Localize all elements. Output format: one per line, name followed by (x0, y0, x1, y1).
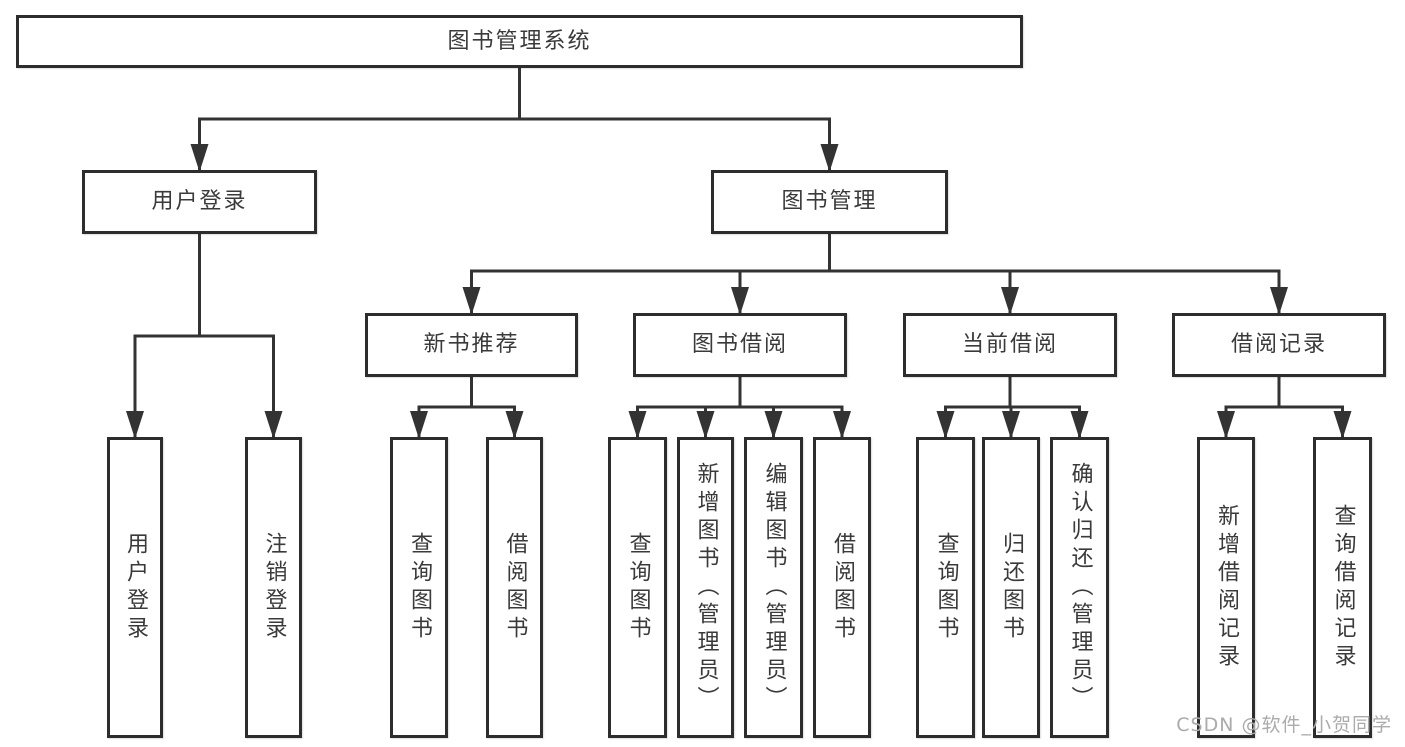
node-d1: 新增借阅记录 (1197, 437, 1255, 738)
arrowhead-icon (764, 411, 783, 439)
arrowhead-icon (410, 411, 428, 439)
node-b2: 新增图书（管理员） (677, 437, 734, 738)
node-u1: 用户登录 (107, 437, 163, 738)
arrowhead-icon (1333, 411, 1352, 439)
watermark: CSDN @软件_小贺同学 (1176, 714, 1392, 736)
node-root: 图书管理系统 (16, 15, 1023, 68)
node-label-b3: 编辑图书（管理员） (761, 461, 787, 714)
node-label-b1: 查询图书 (625, 531, 651, 644)
node-label-borrow_rec: 借阅记录 (1230, 332, 1327, 357)
arrowhead-icon (1002, 411, 1020, 439)
arrowhead-icon (1270, 287, 1288, 315)
node-label-d2: 查询借阅记录 (1330, 503, 1356, 672)
node-label-d1: 新增借阅记录 (1214, 503, 1239, 672)
node-u2: 注销登录 (245, 437, 302, 738)
arrowhead-icon (190, 144, 209, 172)
node-label-c1: 查询图书 (933, 531, 959, 644)
node-label-cur_borrow: 当前借阅 (961, 332, 1058, 357)
node-b1: 查询图书 (608, 437, 667, 738)
arrowhead-icon (264, 411, 283, 439)
node-label-c2: 归还图书 (999, 531, 1024, 644)
node-label-new_rec: 新书推荐 (423, 332, 520, 357)
node-label-r1: 查询图书 (407, 531, 432, 644)
node-label-u2: 注销登录 (261, 531, 287, 644)
node-new_rec: 新书推荐 (365, 313, 578, 377)
node-label-r2: 借阅图书 (502, 531, 528, 644)
node-cur_borrow: 当前借阅 (903, 313, 1117, 377)
node-b3: 编辑图书（管理员） (744, 437, 803, 738)
node-borrow_rec: 借阅记录 (1172, 313, 1386, 377)
node-user_login: 用户登录 (82, 170, 317, 234)
arrowhead-icon (820, 144, 839, 172)
node-book_mgmt: 图书管理 (711, 170, 948, 234)
node-r1: 查询图书 (390, 437, 448, 738)
arrowhead-icon (505, 411, 524, 439)
node-b4: 借阅图书 (813, 437, 871, 738)
node-label-book_borrow: 图书借阅 (691, 332, 788, 357)
arrowhead-icon (126, 411, 144, 439)
arrowhead-icon (696, 411, 715, 439)
node-d2: 查询借阅记录 (1313, 437, 1372, 738)
node-c2: 归还图书 (982, 437, 1040, 738)
arrowhead-icon (1217, 411, 1235, 439)
node-label-book_mgmt: 图书管理 (781, 189, 878, 214)
node-label-u1: 用户登录 (123, 531, 148, 644)
node-c3: 确认归还（管理员） (1050, 437, 1109, 738)
node-label-root: 图书管理系统 (447, 28, 592, 54)
arrowhead-icon (1001, 287, 1019, 315)
arrowhead-icon (628, 411, 647, 439)
node-label-user_login: 用户登录 (151, 189, 248, 214)
arrowhead-icon (936, 411, 955, 439)
node-label-c3: 确认归还（管理员） (1067, 461, 1093, 714)
arrowhead-icon (1070, 411, 1089, 439)
arrowhead-icon (462, 287, 481, 315)
arrowhead-icon (731, 287, 749, 315)
node-r2: 借阅图书 (486, 437, 543, 738)
node-label-b4: 借阅图书 (830, 531, 855, 644)
node-book_borrow: 图书借阅 (633, 313, 847, 377)
node-label-b2: 新增图书（管理员） (693, 461, 719, 714)
arrowhead-icon (833, 411, 851, 439)
node-c1: 查询图书 (916, 437, 975, 738)
